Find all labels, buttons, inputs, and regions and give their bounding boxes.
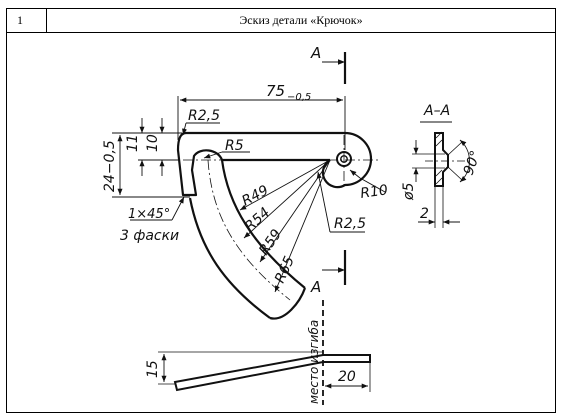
dim-vertical-set <box>112 118 190 198</box>
dim-r65: R65 <box>272 254 298 286</box>
section-letter-bottom: А <box>310 278 321 296</box>
section-marker-bottom <box>322 250 347 285</box>
dim-r2-5-top: R2,5 <box>188 108 220 124</box>
header-title: Эскиз детали «Крючок» <box>239 13 363 27</box>
dim-r5-leader <box>203 151 250 159</box>
drawing-sheet: 1 Эскиз детали «Крючок» <box>6 8 556 413</box>
dim-chamfer: 1×45° <box>128 207 170 222</box>
dim-overall-length-value: 75 <box>266 82 285 100</box>
dim-r10-leader <box>349 169 386 193</box>
header-number: 1 <box>7 9 47 32</box>
dim-height-total: 24−0,5 <box>102 140 118 192</box>
dim-r2-5-top-leader <box>182 122 220 136</box>
center-lines <box>165 135 380 301</box>
header-row: 1 Эскиз детали «Крючок» <box>7 9 555 33</box>
bend-place-label: место изгиба <box>307 320 321 404</box>
section-view-label: А–А <box>423 103 450 119</box>
bend-side-view <box>158 300 371 405</box>
dim-overall-length-tolerance: −0,5 <box>287 92 311 103</box>
dim-chamfer-note: 3 фаски <box>120 228 179 244</box>
dim-r10: R10 <box>359 182 389 202</box>
dim-r2-5-bottom-leader <box>316 171 365 233</box>
section-marker-top <box>322 52 347 84</box>
dim-height-11: 11 <box>125 134 141 152</box>
dim-chamfer-leader <box>130 196 185 221</box>
section-letter-top: А <box>310 44 321 62</box>
dim-countersink-angle: 90° <box>461 149 485 178</box>
dim-bend-height: 15 <box>145 360 161 378</box>
dim-bend-length: 20 <box>338 369 356 385</box>
dim-r49: R49 <box>239 182 271 209</box>
dim-hole-diameter: ø5 <box>401 182 417 201</box>
dim-height-10: 10 <box>145 134 161 152</box>
dim-thickness: 2 <box>420 206 429 222</box>
section-view-a-a <box>412 121 470 228</box>
dim-r2-5-bottom: R2,5 <box>334 216 366 232</box>
dim-r5: R5 <box>225 138 244 154</box>
